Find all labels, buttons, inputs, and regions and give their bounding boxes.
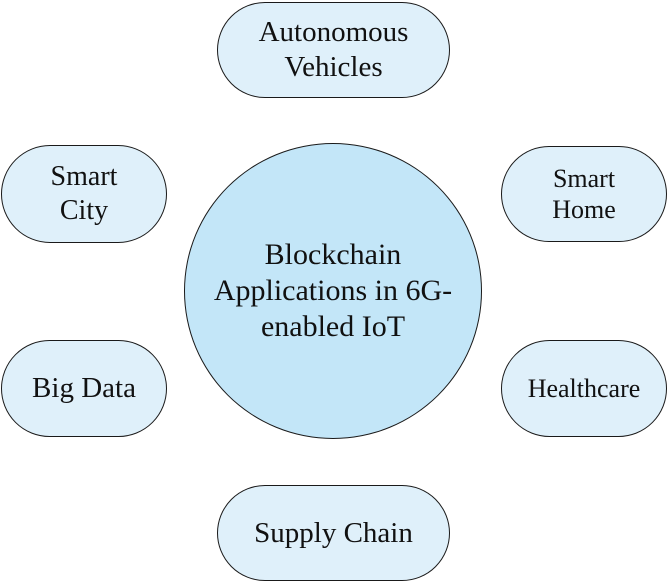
label-line: enabled IoT xyxy=(260,310,406,343)
node-healthcare: Healthcare xyxy=(501,340,667,437)
label-line: City xyxy=(59,195,109,226)
node-label: Smart City xyxy=(51,160,118,227)
node-autonomous-vehicles: Autonomous Vehicles xyxy=(217,2,450,98)
node-smart-city: Smart City xyxy=(1,145,167,243)
node-center-blockchain: Blockchain Applications in 6G- enabled I… xyxy=(184,143,482,439)
label-line: Applications in 6G- xyxy=(213,274,453,307)
node-supply-chain: Supply Chain xyxy=(217,485,450,581)
node-label: Autonomous Vehicles xyxy=(259,15,409,85)
node-label: Smart Home xyxy=(552,163,616,225)
node-label: Healthcare xyxy=(528,373,641,404)
label-line: Smart xyxy=(50,161,118,193)
label-line: Autonomous xyxy=(258,16,409,49)
label-line: Supply Chain xyxy=(254,516,413,549)
label-line: Smart xyxy=(552,163,616,193)
node-smart-home: Smart Home xyxy=(501,146,667,242)
node-label: Big Data xyxy=(32,371,136,406)
label-line: Big Data xyxy=(32,372,136,405)
node-big-data: Big Data xyxy=(1,340,167,437)
label-line: Healthcare xyxy=(527,373,641,403)
node-label: Supply Chain xyxy=(254,516,413,551)
label-line: Blockchain xyxy=(264,238,402,271)
label-line: Home xyxy=(552,195,616,224)
label-line: Vehicles xyxy=(284,51,383,83)
center-label: Blockchain Applications in 6G- enabled I… xyxy=(214,237,452,345)
